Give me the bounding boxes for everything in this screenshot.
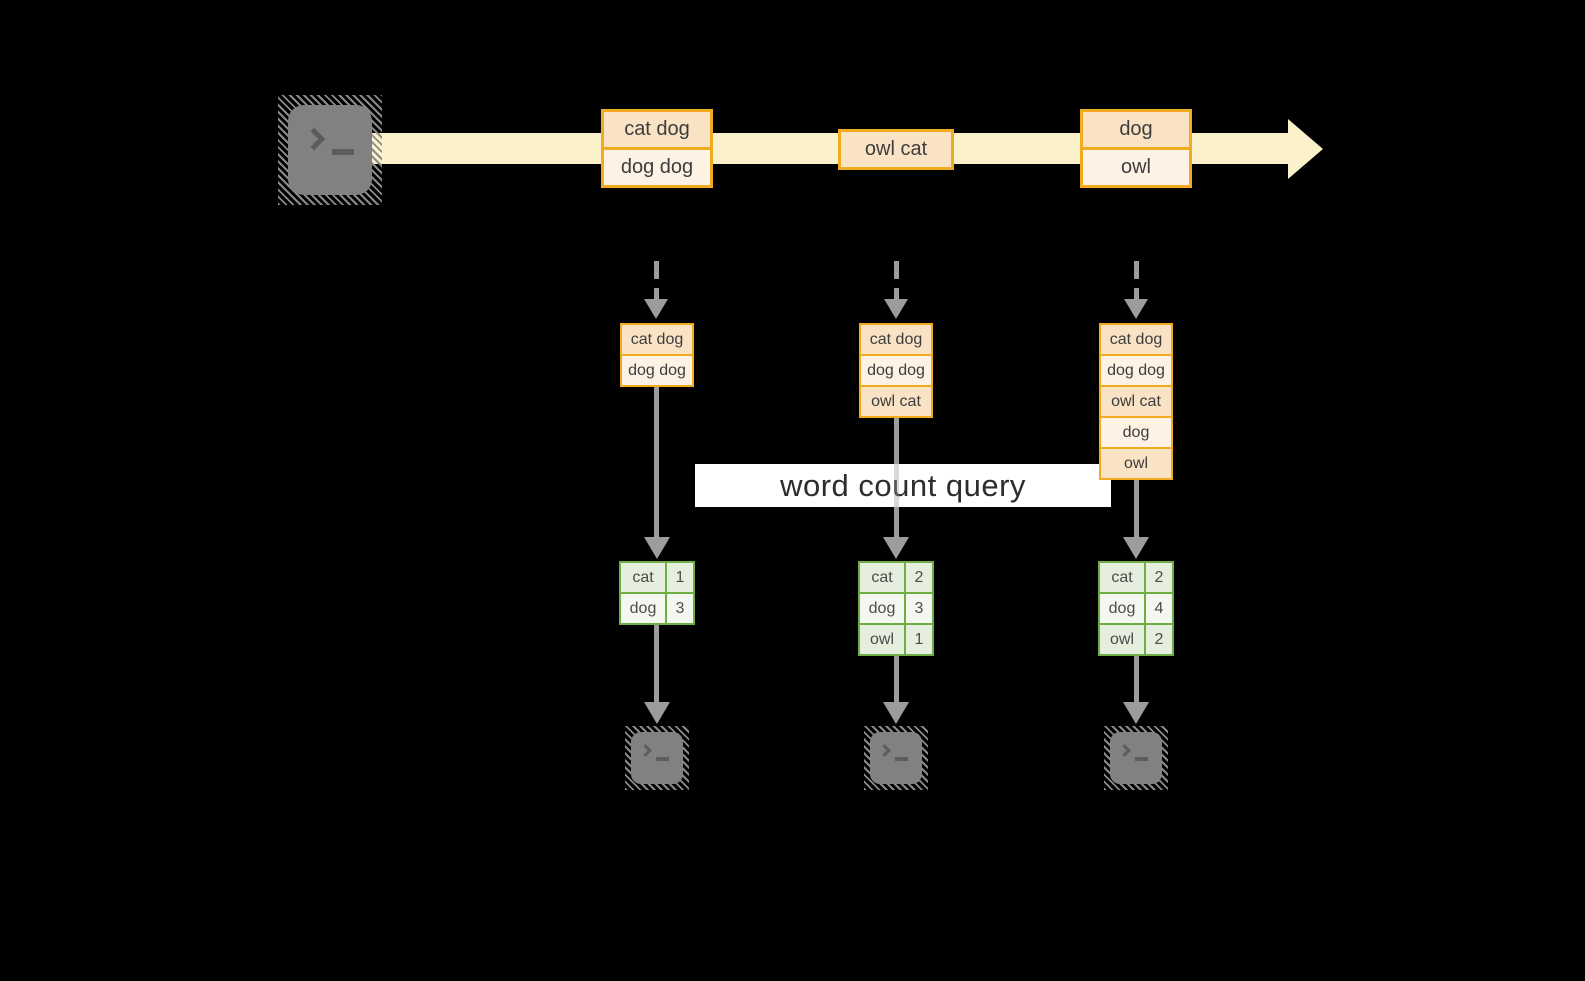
- state-record: dog: [1101, 418, 1171, 447]
- sink-terminal-icon: [625, 726, 689, 790]
- sink-arrowhead-icon: [644, 702, 670, 724]
- sink-terminal-icon: [1104, 726, 1168, 790]
- query-label: word count query: [780, 467, 1026, 503]
- sink-arrow-line: [654, 625, 659, 702]
- stream-source-terminal-icon: [278, 95, 382, 205]
- count-table-3: cat 2 dog 4 owl 2: [1098, 561, 1174, 656]
- dashed-arrowhead-icon: [644, 299, 668, 319]
- count-word: cat: [860, 563, 904, 592]
- terminal-icon-body: [870, 732, 922, 784]
- count-table-1: cat 1 dog 3: [619, 561, 695, 625]
- sink-arrow-line: [1134, 656, 1139, 702]
- stream-record: dog dog: [604, 150, 710, 185]
- query-label-band: word count query: [695, 464, 1111, 507]
- stream-timeline-arrowhead-icon: [1288, 119, 1323, 179]
- state-record: owl: [1101, 449, 1171, 478]
- count-value: 2: [906, 563, 932, 592]
- query-arrow-line: [1134, 480, 1139, 537]
- state-record: owl cat: [861, 387, 931, 416]
- dashed-arrowhead-icon: [884, 299, 908, 319]
- count-word: dog: [621, 594, 665, 623]
- count-word: owl: [1100, 625, 1144, 654]
- terminal-prompt-underscore-icon: [656, 757, 669, 761]
- query-arrow-through-band: [894, 464, 899, 507]
- terminal-prompt-chevron-icon: [878, 744, 891, 757]
- input-state-stack-3: cat dog dog dog owl cat dog owl: [1099, 323, 1173, 480]
- terminal-icon-body: [1110, 732, 1162, 784]
- sink-terminal-icon: [864, 726, 928, 790]
- count-value: 2: [1146, 563, 1172, 592]
- count-word: cat: [1100, 563, 1144, 592]
- terminal-prompt-chevron-icon: [639, 744, 652, 757]
- count-value: 3: [906, 594, 932, 623]
- state-record: owl cat: [1101, 387, 1171, 416]
- count-word: dog: [1100, 594, 1144, 623]
- state-record: cat dog: [622, 325, 692, 354]
- terminal-prompt-underscore-icon: [1135, 757, 1148, 761]
- input-state-stack-2: cat dog dog dog owl cat: [859, 323, 933, 418]
- terminal-prompt-chevron-icon: [302, 127, 326, 151]
- count-word: cat: [621, 563, 665, 592]
- state-record: cat dog: [1101, 325, 1171, 354]
- count-value: 1: [667, 563, 693, 592]
- dashed-arrow-line: [1134, 261, 1139, 299]
- count-value: 4: [1146, 594, 1172, 623]
- terminal-prompt-chevron-icon: [1118, 744, 1131, 757]
- stream-record: dog: [1083, 112, 1189, 147]
- count-value: 1: [906, 625, 932, 654]
- input-state-stack-1: cat dog dog dog: [620, 323, 694, 387]
- query-arrowhead-icon: [883, 537, 909, 559]
- terminal-icon-body: [631, 732, 683, 784]
- query-arrowhead-icon: [1123, 537, 1149, 559]
- count-value: 3: [667, 594, 693, 623]
- dashed-arrowhead-icon: [1124, 299, 1148, 319]
- stream-record: owl cat: [841, 132, 951, 167]
- count-table-2: cat 2 dog 3 owl 1: [858, 561, 934, 656]
- dashed-arrow-line: [894, 261, 899, 299]
- count-word: dog: [860, 594, 904, 623]
- terminal-icon-body: [288, 105, 372, 195]
- state-record: dog dog: [861, 356, 931, 385]
- count-word: owl: [860, 625, 904, 654]
- stream-record: owl: [1083, 150, 1189, 185]
- sink-arrow-line: [894, 656, 899, 702]
- stream-batch-3: dog owl: [1080, 109, 1192, 188]
- stream-batch-1: cat dog dog dog: [601, 109, 713, 188]
- query-arrowhead-icon: [644, 537, 670, 559]
- sink-arrowhead-icon: [1123, 702, 1149, 724]
- stream-record: cat dog: [604, 112, 710, 147]
- sink-arrowhead-icon: [883, 702, 909, 724]
- state-record: dog dog: [1101, 356, 1171, 385]
- stream-batch-2: owl cat: [838, 129, 954, 170]
- state-record: dog dog: [622, 356, 692, 385]
- query-arrow-line: [654, 387, 659, 537]
- count-value: 2: [1146, 625, 1172, 654]
- state-record: cat dog: [861, 325, 931, 354]
- dashed-arrow-line: [654, 261, 659, 299]
- terminal-prompt-underscore-icon: [332, 149, 354, 155]
- terminal-prompt-underscore-icon: [895, 757, 908, 761]
